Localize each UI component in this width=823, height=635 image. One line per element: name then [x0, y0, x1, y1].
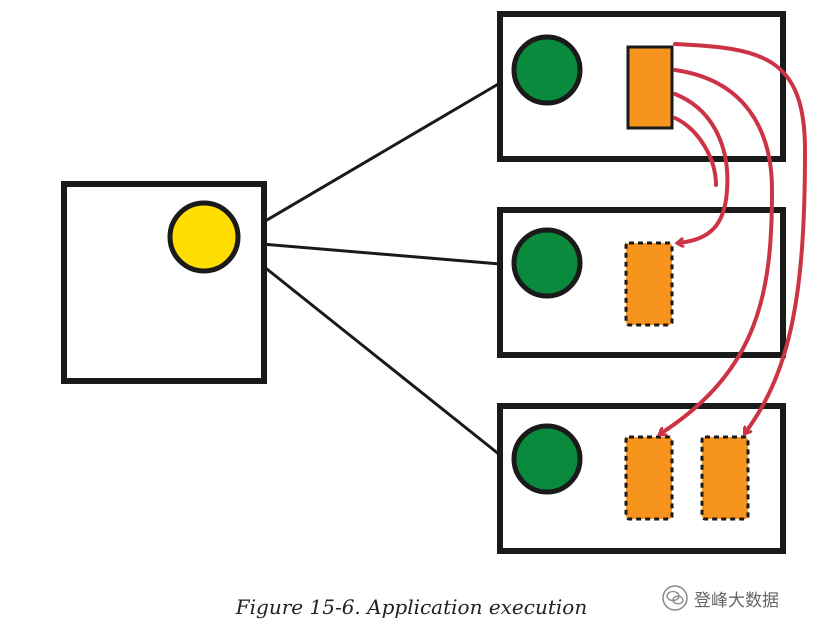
- task-block-bottom-pending-2: [700, 435, 750, 521]
- watermark-text: 登峰大数据: [694, 590, 779, 611]
- connections: [237, 81, 501, 457]
- arrow-top-to-bottom-left: [660, 68, 775, 434]
- connection-line-middle: [237, 240, 501, 266]
- arrow-return-stroke: [673, 116, 718, 187]
- arrow-top-to-middle: [673, 92, 730, 243]
- task-block-bottom-pending-1: [624, 435, 674, 521]
- connection-line-top: [237, 81, 501, 239]
- arrow-top-to-bottom-right: [673, 42, 808, 433]
- task-arrows: [660, 42, 808, 434]
- watermark: 登峰大数据: [662, 585, 779, 611]
- executor-node-icon-middle: [511, 227, 583, 299]
- connection-line-bottom: [237, 244, 501, 457]
- executor-node-icon-top: [511, 34, 583, 106]
- task-block-middle-pending: [624, 241, 674, 327]
- wechat-icon: [662, 585, 688, 611]
- task-block-top: [626, 45, 674, 130]
- figure-caption: Figure 15-6. Application execution: [235, 595, 588, 619]
- driver-node-icon: [167, 200, 241, 274]
- executor-node-icon-bottom: [511, 423, 583, 495]
- driver-box: [61, 181, 267, 384]
